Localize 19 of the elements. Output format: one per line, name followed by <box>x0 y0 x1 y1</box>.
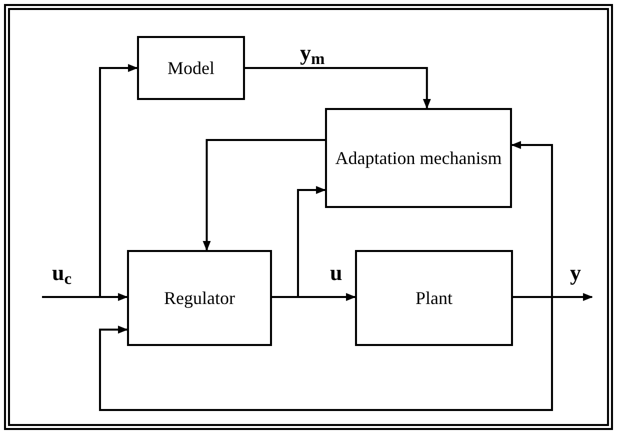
block-box <box>325 108 512 208</box>
block-box <box>127 250 272 346</box>
block-label: Regulator <box>164 286 235 310</box>
block-label: Adaptation mechanism <box>335 146 502 170</box>
signal-label: y$_{m}$ <box>300 42 325 64</box>
arrow <box>272 186 326 298</box>
arrow <box>99 64 138 297</box>
block-box <box>355 250 513 346</box>
arrow <box>99 296 553 411</box>
arrow <box>511 141 553 298</box>
arrow <box>202 139 325 251</box>
arrow <box>245 67 431 109</box>
block-label: Plant <box>415 286 452 310</box>
signal-label: u$_{c}$ <box>52 262 72 284</box>
arrow <box>42 293 128 302</box>
block-box <box>137 36 245 100</box>
signal-label: y <box>570 262 581 284</box>
signal-label: u <box>330 262 342 284</box>
block-label: Model <box>168 56 214 80</box>
